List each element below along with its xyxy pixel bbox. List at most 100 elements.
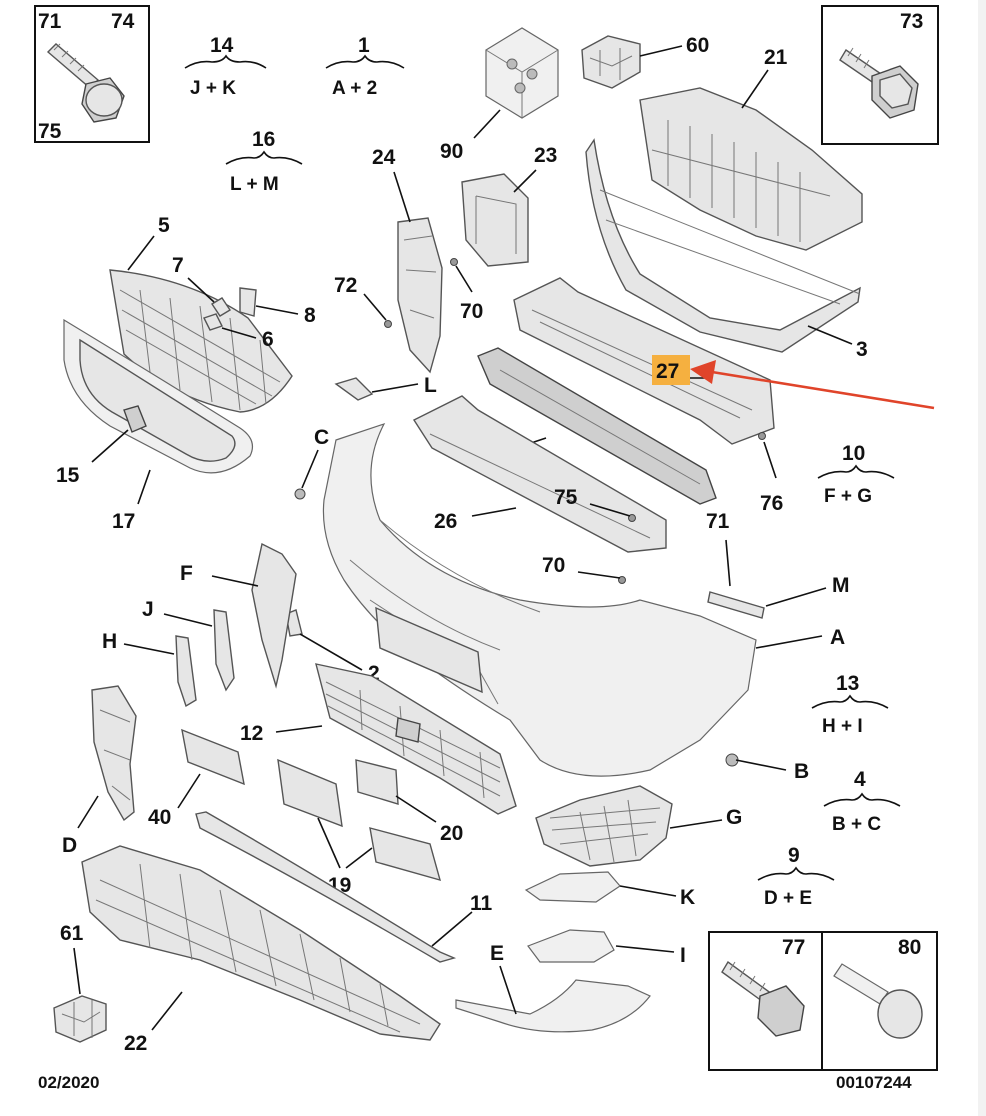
callout-75: 75 [554, 486, 578, 509]
scrollbar-track[interactable] [978, 0, 986, 1116]
part-c-clip: C [294, 426, 329, 500]
callout-71-box: 71 [38, 10, 62, 33]
part-8-bracket: 8 [239, 287, 316, 327]
push-pin-80-icon [833, 963, 923, 1039]
callout-6: 6 [262, 328, 274, 351]
part-f-bracket: F [180, 542, 297, 689]
kit-13-number: 13 [836, 672, 859, 695]
callout-a: A [830, 626, 845, 649]
fastener-box-bottom-right: 77 80 [708, 931, 938, 1071]
callout-i: I [680, 944, 686, 967]
callout-f: F [180, 562, 193, 585]
part-i-trim: I [527, 929, 686, 967]
kit-4-parts: B + C [832, 814, 881, 835]
callout-k: K [680, 886, 695, 909]
part-11-lower-strip: 11 [195, 811, 493, 963]
callout-71: 71 [706, 510, 730, 533]
part-2-clip: 2 [285, 609, 380, 685]
part-15-emblem: 15 [56, 405, 147, 487]
pointer-arrow [690, 360, 935, 410]
part-26-lower-beam: 26 [412, 395, 667, 553]
kit-4-number: 4 [854, 768, 866, 791]
part-12-lower-grille: 12 [240, 663, 517, 815]
part-76-clip: 76 [758, 432, 783, 515]
callout-b: B [794, 760, 809, 783]
callout-61: 61 [60, 922, 84, 945]
part-72-screw: 72 [334, 274, 392, 328]
part-71-clip: 71 [706, 510, 731, 587]
part-b-clip: B [725, 753, 809, 783]
callout-23: 23 [534, 144, 557, 167]
diagram-reference: 00107244 [836, 1073, 912, 1092]
kit-9: 9 D + E [757, 844, 835, 909]
kit-1: 1 A + 2 [325, 34, 405, 99]
callout-73-box: 73 [900, 10, 923, 33]
callout-12: 12 [240, 722, 263, 745]
kit-16-parts: L + M [230, 174, 279, 195]
kit-4: 4 B + C [823, 768, 901, 835]
callout-m: M [832, 574, 850, 597]
callout-h: H [102, 630, 117, 653]
part-22-undertray: 22 [81, 845, 441, 1055]
part-24-bracket: 24 [372, 146, 443, 374]
kit-10-number: 10 [842, 442, 865, 465]
callout-27-highlight: 27 [652, 355, 690, 385]
callout-74-box: 74 [111, 10, 135, 33]
kit-13: 13 H + I [811, 672, 889, 737]
part-60-clip-box: 60 [581, 34, 709, 89]
part-h-trim: H [102, 630, 197, 708]
callout-11: 11 [470, 892, 493, 915]
callout-80-box: 80 [898, 936, 921, 959]
callout-27: 27 [656, 360, 679, 383]
kit-10-parts: F + G [824, 486, 872, 507]
part-27-reinforcement-beam [513, 277, 775, 445]
fastener-box-top-right: 73 [821, 5, 939, 145]
part-e-lower-lip: E [455, 942, 651, 1033]
callout-24: 24 [372, 146, 396, 169]
callout-g: G [726, 806, 742, 829]
callout-c: C [314, 426, 329, 449]
part-61-clip-kit: 61 [53, 922, 107, 1043]
callout-76: 76 [760, 492, 783, 515]
callout-26: 26 [434, 510, 457, 533]
kit-13-parts: H + I [822, 716, 863, 737]
part-6-clip: 6 [203, 313, 274, 351]
kit-16: 16 L + M [225, 128, 303, 195]
callout-75-box: 75 [38, 120, 62, 143]
part-21-upper-bracket: 21 [639, 46, 863, 251]
fastener-box-top-left: 71 74 75 [34, 5, 150, 143]
part-20-insert: 20 [355, 759, 463, 845]
callout-22: 22 [124, 1032, 147, 1055]
kit-14-number: 14 [210, 34, 234, 57]
callout-21: 21 [764, 46, 788, 69]
callout-70-upper: 70 [460, 300, 483, 323]
part-70-screw-lower: 70 [542, 554, 626, 584]
part-m-bracket: M [707, 574, 850, 619]
callout-7: 7 [172, 254, 184, 277]
callout-17: 17 [112, 510, 135, 533]
kit-9-parts: D + E [764, 888, 812, 909]
part-d-deflector: D [62, 685, 137, 857]
kit-1-number: 1 [358, 34, 370, 57]
part-3-upper-frame: 3 [585, 138, 868, 361]
callout-5: 5 [158, 214, 170, 237]
kit-14-parts: J + K [190, 78, 236, 99]
kit-9-number: 9 [788, 844, 800, 867]
kit-16-number: 16 [252, 128, 275, 151]
callout-77-box: 77 [782, 936, 805, 959]
callout-l: L [424, 374, 437, 397]
kit-14: 14 J + K [184, 34, 267, 99]
callout-60: 60 [686, 34, 709, 57]
callout-70-lower: 70 [542, 554, 565, 577]
part-k-trim: K [524, 871, 695, 909]
part-7-clip: 7 [172, 254, 231, 317]
callout-d: D [62, 834, 77, 857]
callout-20: 20 [440, 822, 463, 845]
part-19-inserts: 19 [277, 758, 442, 897]
part-g-fog-grille: G [535, 785, 742, 867]
part-70-screw-upper: 70 [450, 258, 483, 323]
part-23-bracket: 23 [461, 144, 557, 267]
diagram-date: 02/2020 [38, 1073, 99, 1092]
part-l-clip: L [334, 374, 437, 401]
